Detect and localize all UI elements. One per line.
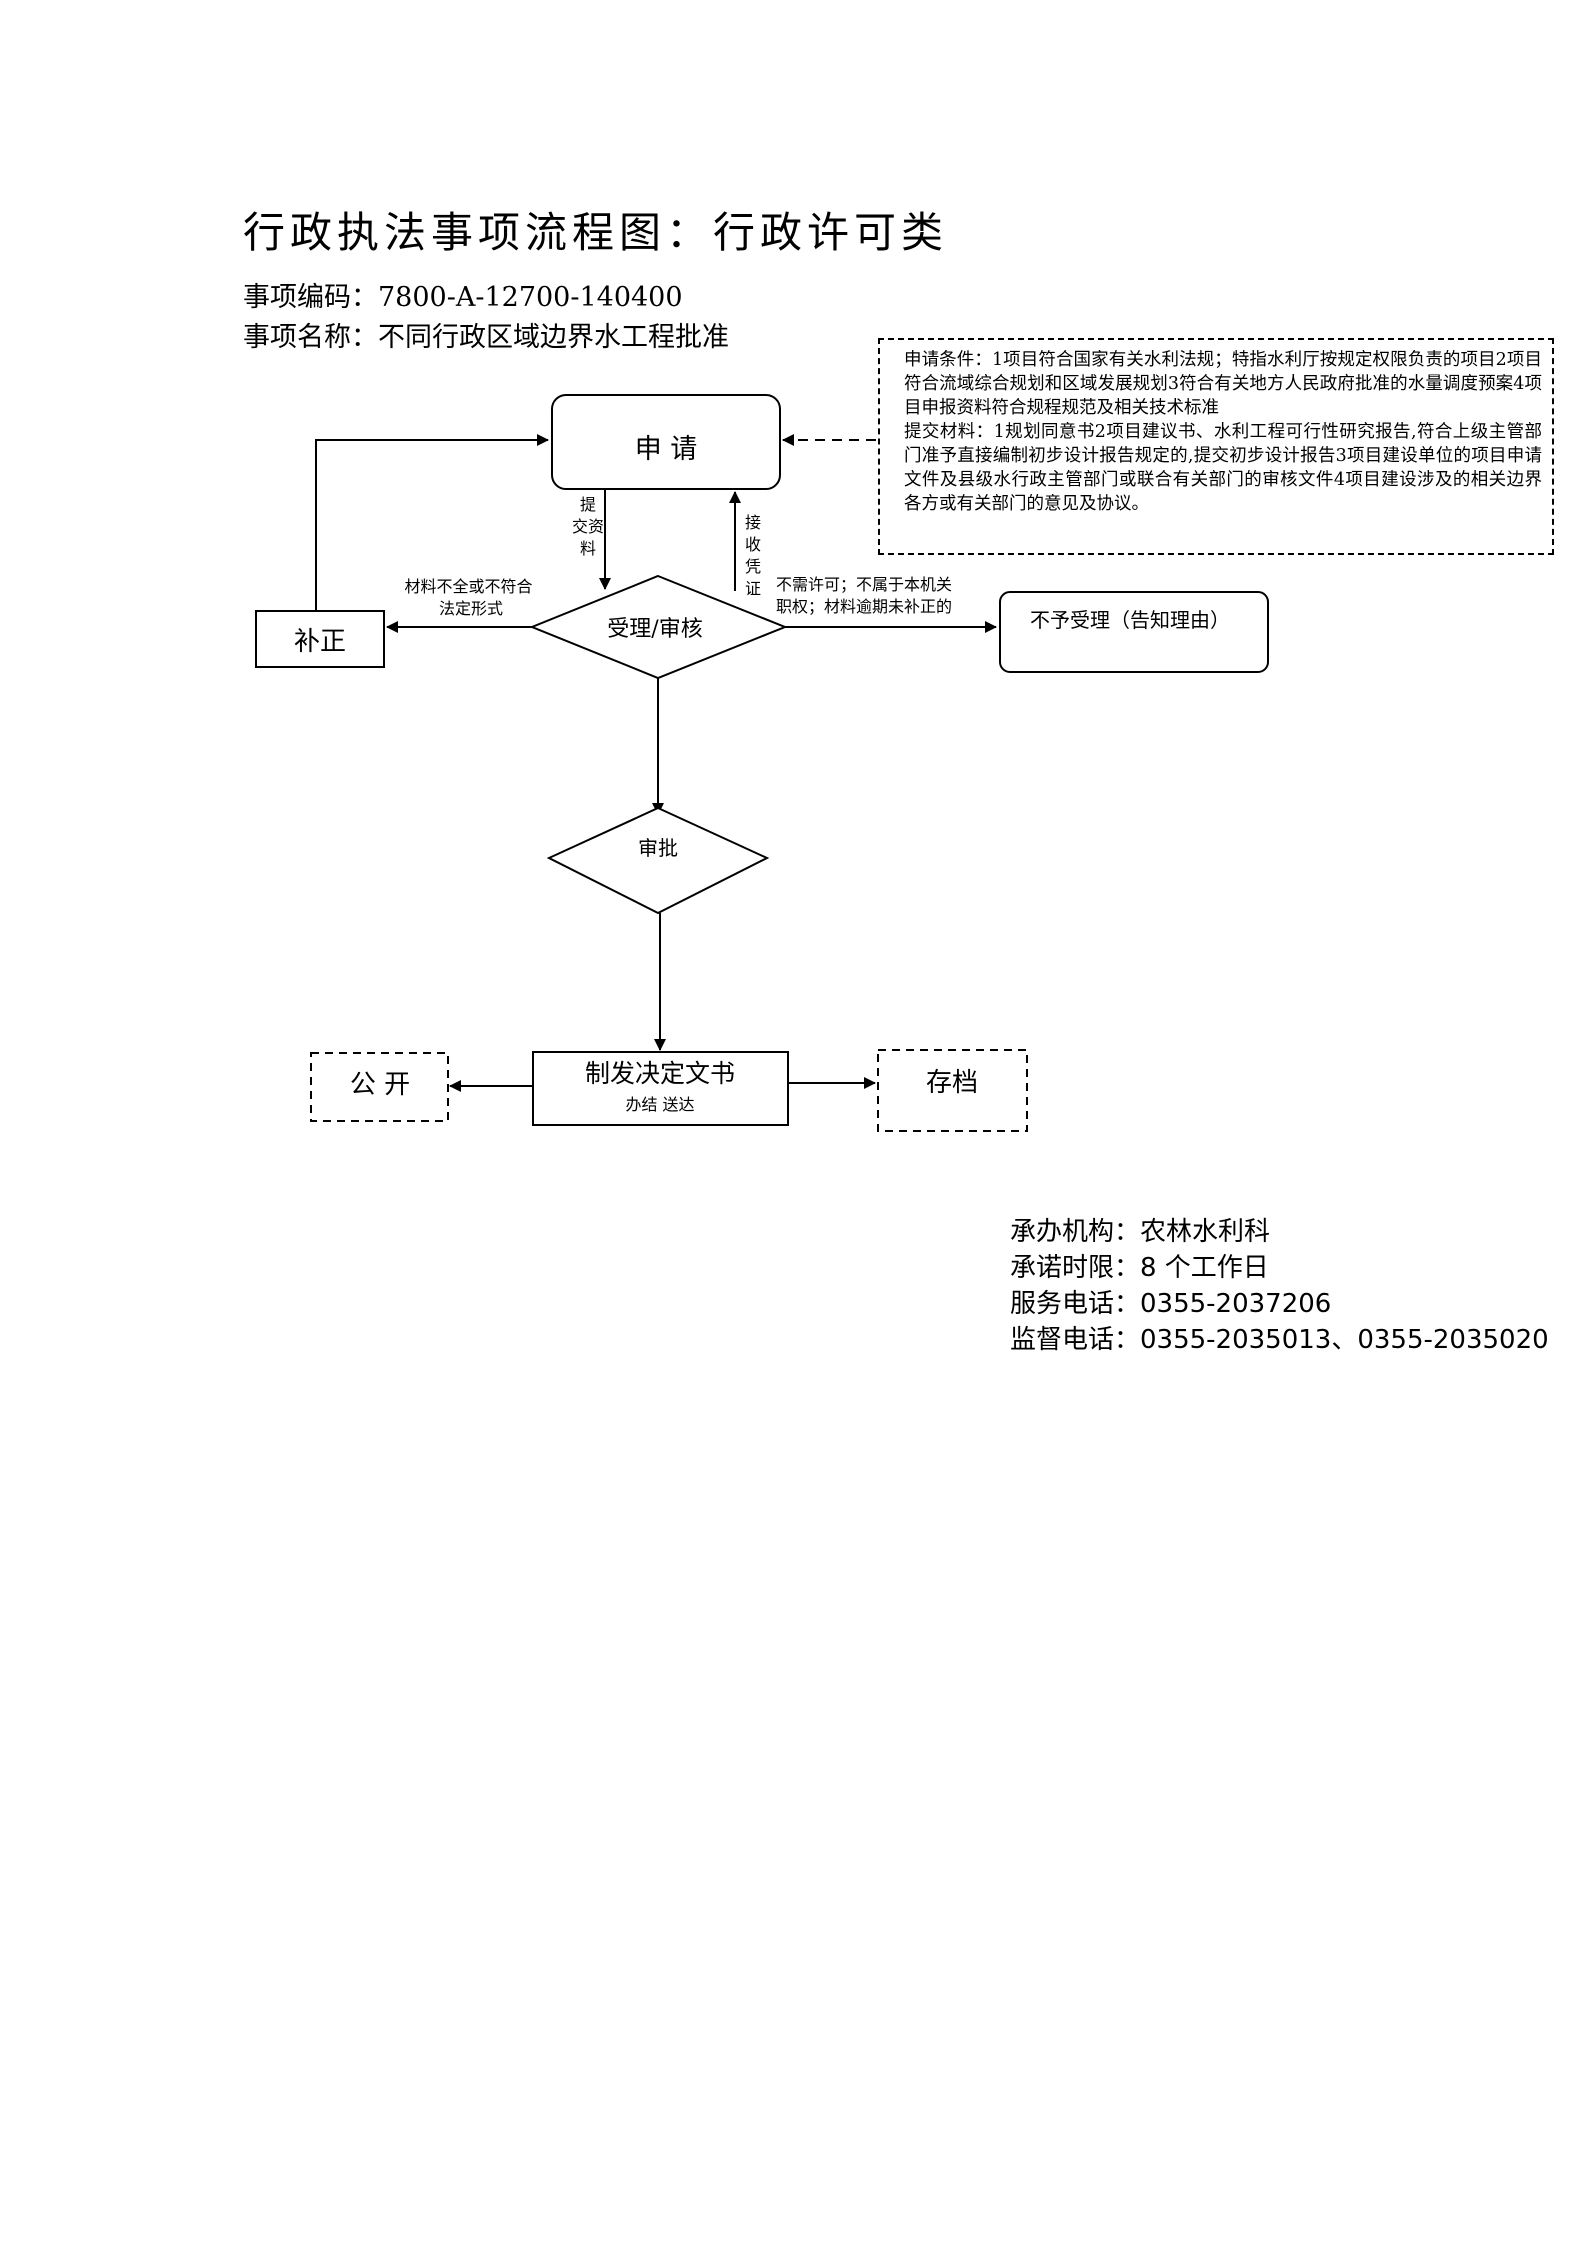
decision-box — [532, 1051, 789, 1126]
decision-label: 制发决定文书 — [585, 1059, 735, 1088]
receipt-label-4: 证 — [745, 579, 761, 598]
approve-label: 审批 — [638, 836, 678, 860]
incomplete-label-1: 材料不全或不符合 — [404, 577, 532, 596]
svg-text:接 收 凭 证: 接 收 凭 证 — [745, 513, 766, 598]
decision-sub-label: 办结 送达 — [625, 1095, 694, 1114]
submit-label-3: 料 — [580, 539, 596, 558]
apply-conditions: 申请条件：1项目符合国家有关水利法规；特指水利厅按规定权限负责的项目2项目符合流… — [904, 350, 1542, 418]
footer-supervise-phone: 监督电话：0355-2035013、0355-2035020 — [1010, 1325, 1549, 1355]
svg-text:提 交资 料: 提 交资 料 — [572, 495, 609, 558]
item-name: 事项名称：不同行政区域边界水工程批准 — [243, 322, 729, 353]
accept-review-label: 受理/审核 — [607, 617, 702, 642]
correct-box — [255, 610, 385, 668]
item-code: 事项编码：7800-A-12700-140400 — [243, 282, 683, 313]
correct-loop-arrow — [315, 434, 549, 611]
approve-diamond — [546, 806, 770, 915]
archive-box — [877, 1049, 1028, 1132]
reject-label-1: 不需许可；不属于本机关 — [776, 575, 952, 594]
reject-box — [999, 591, 1269, 673]
receipt-label-3: 凭 — [745, 557, 761, 576]
publish-label: 公 开 — [350, 1070, 410, 1100]
submit-label-1: 提 — [580, 495, 596, 514]
footer-time-limit: 承诺时限：8 个工作日 — [1010, 1253, 1269, 1283]
svg-text:不需许可；不属于本机关 职权；材料逾期未补正的: 不需许可；不属于本机关 职权；材料逾期未补正的 — [776, 575, 957, 616]
apply-label: 申 请 — [635, 434, 698, 465]
reject-label-2: 职权；材料逾期未补正的 — [776, 597, 952, 616]
footer-agency: 承办机构：农林水利科 — [1010, 1217, 1271, 1247]
reject-box-label: 不予受理（告知理由） — [1030, 608, 1230, 632]
apply-box — [551, 394, 781, 490]
conditions-box: 申请条件：1项目符合国家有关水利法规；特指水利厅按规定权限负责的项目2项目符合流… — [878, 338, 1554, 555]
receipt-label-1: 接 — [745, 513, 761, 532]
archive-label: 存档 — [926, 1068, 978, 1098]
correct-label: 补正 — [294, 627, 346, 657]
footer-service-phone: 服务电话：0355-2037206 — [1010, 1289, 1332, 1319]
publish-box — [310, 1052, 449, 1122]
submit-materials: 提交材料：1规划同意书2项目建议书、水利工程可行性研究报告,符合上级主管部门准予… — [904, 422, 1542, 514]
page-title: 行政执法事项流程图：行政许可类 — [243, 208, 949, 257]
submit-label-2: 交资 — [572, 517, 604, 536]
svg-text:材料不全或不符合 法定形式: 材料不全或不符合 法定形式 — [404, 577, 537, 618]
incomplete-label-2: 法定形式 — [439, 599, 503, 618]
receipt-label-2: 收 — [745, 535, 761, 554]
